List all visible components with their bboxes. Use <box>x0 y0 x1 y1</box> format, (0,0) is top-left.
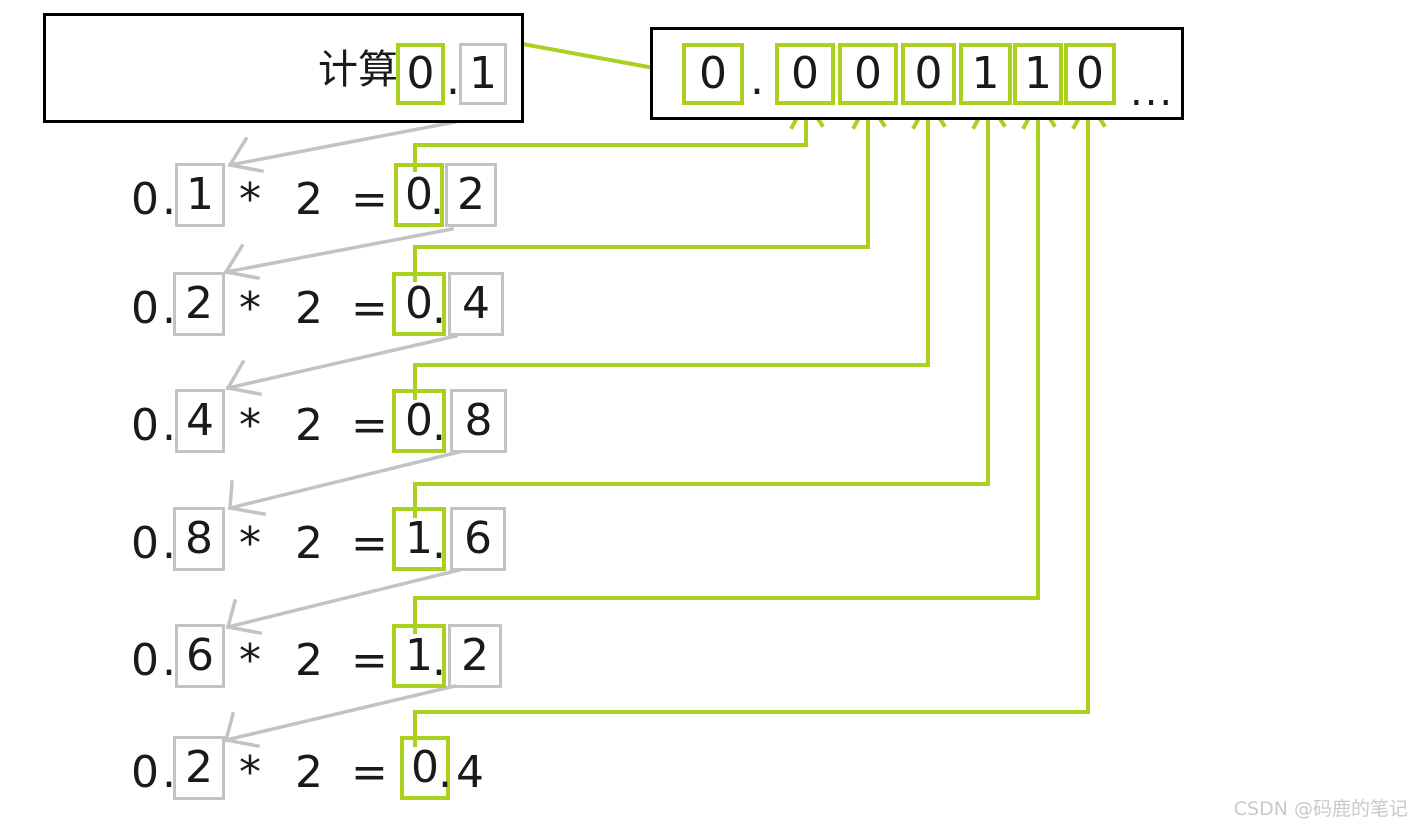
source-integer-cell: 0 <box>396 43 445 105</box>
binary-fraction-digit-5: 1 <box>1013 43 1063 105</box>
row-1-equals: = <box>351 174 388 225</box>
source-panel-label: 计算 <box>318 47 398 93</box>
row-2-result-integer-cell: 0 <box>392 272 446 336</box>
binary-fraction-digit-1: 0 <box>775 43 835 105</box>
binary-ellipsis: ... <box>1130 69 1175 115</box>
row-6-result-integer-cell: 0 <box>400 736 450 800</box>
row-5-dot: . <box>162 635 176 686</box>
row-5-operator: * <box>239 635 261 686</box>
row-1-prefix: 0 <box>131 174 159 225</box>
row-6-result-dot: . <box>438 747 452 798</box>
row-5-result-fraction-cell: 2 <box>448 624 502 688</box>
row-4-equals: = <box>351 518 388 569</box>
row-1-dot: . <box>162 174 176 225</box>
gray-arrow-row4-to-row5 <box>225 567 462 630</box>
gray-arrowhead-a-1 <box>223 243 245 275</box>
row-2-operand-cell: 2 <box>173 272 225 336</box>
row-2-result-fraction-cell: 4 <box>448 272 504 336</box>
calc-row-1: 0 . 1 * 2 = 0 . 2 <box>0 163 1428 233</box>
row-3-result-fraction-cell: 8 <box>450 389 507 453</box>
row-4-multiplier: 2 <box>295 518 323 569</box>
row-4-result-dot: . <box>432 518 446 569</box>
calc-row-5: 0 . 6 * 2 = 1 . 2 <box>0 624 1428 694</box>
row-5-multiplier: 2 <box>295 635 323 686</box>
row-3-operator: * <box>239 400 261 451</box>
source-decimal-point: . <box>446 54 460 105</box>
binary-fraction-digit-6: 0 <box>1064 43 1116 105</box>
row-5-equals: = <box>351 635 388 686</box>
row-2-prefix: 0 <box>131 283 159 334</box>
calc-row-4: 0 . 8 * 2 = 1 . 6 <box>0 507 1428 577</box>
gray-arrow-row3-to-row4 <box>227 449 462 511</box>
row-3-result-dot: . <box>432 400 446 451</box>
row-5-prefix: 0 <box>131 635 159 686</box>
row-1-result-dot: . <box>430 174 444 225</box>
gray-arrow-row1-to-row2 <box>223 226 455 275</box>
row-2-operator: * <box>239 283 261 334</box>
gray-arrowhead-a-0 <box>227 136 249 168</box>
row-3-prefix: 0 <box>131 400 159 451</box>
row-5-operand-cell: 6 <box>175 624 225 688</box>
row-1-result-fraction-cell: 2 <box>445 163 497 227</box>
row-4-result-integer-cell: 1 <box>392 507 446 571</box>
row-1-multiplier: 2 <box>295 174 323 225</box>
row-2-result-dot: . <box>432 283 446 334</box>
binary-fraction-digit-2: 0 <box>838 43 898 105</box>
row-2-multiplier: 2 <box>295 283 323 334</box>
row-6-operator: * <box>239 747 261 798</box>
row-6-multiplier: 2 <box>295 747 323 798</box>
row-3-multiplier: 2 <box>295 400 323 451</box>
row-1-operator: * <box>239 174 261 225</box>
row-1-result-integer-cell: 0 <box>394 163 444 227</box>
row-3-dot: . <box>162 400 176 451</box>
row-4-prefix: 0 <box>131 518 159 569</box>
row-4-result-fraction-cell: 6 <box>450 507 506 571</box>
row-2-equals: = <box>351 283 388 334</box>
green-wire-row3-to-bit3 <box>413 99 930 400</box>
row-3-result-integer-cell: 0 <box>392 389 446 453</box>
row-4-dot: . <box>162 518 176 569</box>
row-6-prefix: 0 <box>131 747 159 798</box>
row-4-operator: * <box>239 518 261 569</box>
binary-leading-digit: 0 <box>682 43 744 105</box>
calc-row-6: 0 . 2 * 2 = 0 . 4 <box>0 736 1428 806</box>
source-fraction-cell: 1 <box>459 43 507 105</box>
csdn-watermark: CSDN @码鹿的笔记 <box>1233 798 1408 820</box>
row-6-dot: . <box>162 747 176 798</box>
gray-arrow-row2-to-row3 <box>225 333 459 391</box>
gray-arrow-row5-to-row6 <box>223 683 458 743</box>
calc-row-3: 0 . 4 * 2 = 0 . 8 <box>0 389 1428 459</box>
row-2-dot: . <box>162 283 176 334</box>
row-6-result-fraction: 4 <box>456 747 484 798</box>
row-3-operand-cell: 4 <box>175 389 225 453</box>
gray-arrow-source-to-row1 <box>227 119 458 168</box>
row-5-result-dot: . <box>432 635 446 686</box>
binary-decimal-point: . <box>750 54 764 105</box>
row-1-operand-cell: 1 <box>175 163 225 227</box>
gray-arrowhead-a-3 <box>228 480 234 510</box>
row-3-equals: = <box>351 400 388 451</box>
binary-fraction-digit-4: 1 <box>959 43 1012 105</box>
row-5-result-integer-cell: 1 <box>392 624 446 688</box>
calc-row-2: 0 . 2 * 2 = 0 . 4 <box>0 272 1428 342</box>
row-4-operand-cell: 8 <box>173 507 225 571</box>
binary-fraction-digit-3: 0 <box>901 43 956 105</box>
gray-arrowhead-a-2 <box>225 359 246 391</box>
row-6-operand-cell: 2 <box>173 736 225 800</box>
row-6-equals: = <box>351 747 388 798</box>
